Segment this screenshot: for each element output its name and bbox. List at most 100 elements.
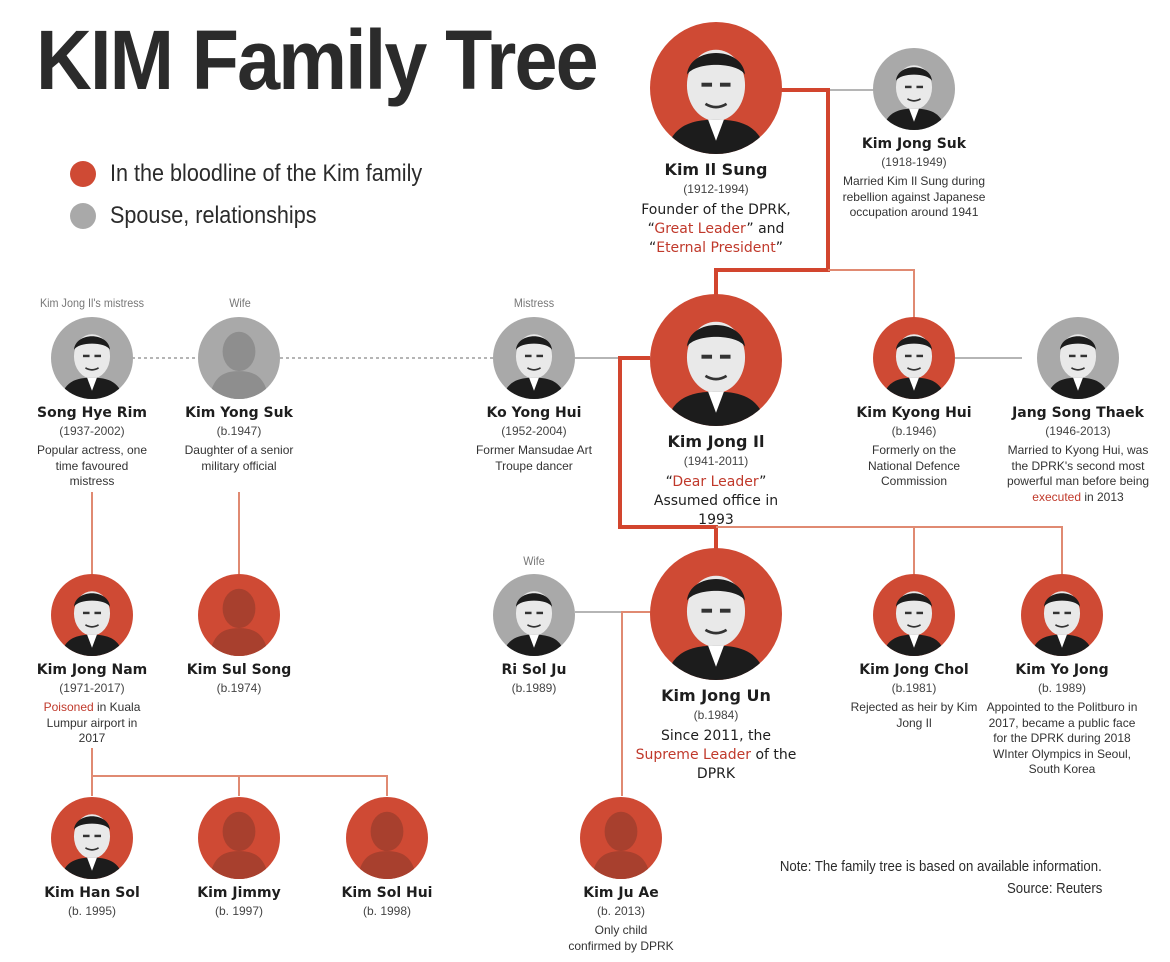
desc-text: in Kuala Lumpur airport in 2017 <box>46 700 141 746</box>
portrait-kim-kyong-hui <box>873 317 955 399</box>
legend-bloodline: In the bloodline of the Kim family <box>70 160 457 188</box>
name-kim-yong-suk: Kim Yong Suk <box>185 405 293 421</box>
name-kim-ju-ae: Kim Ju Ae <box>583 885 659 901</box>
portrait-kim-jong-il <box>650 294 782 426</box>
relation-label-wife-2: Wife <box>523 554 545 568</box>
name-kim-yo-jong: Kim Yo Jong <box>1015 662 1109 678</box>
years-kim-sol-hui: (b. 1998) <box>362 904 412 918</box>
years-kim-kyong-hui: (b.1946) <box>891 424 937 438</box>
desc-kim-jong-suk: Married Kim Il Sung during rebellion aga… <box>842 174 986 220</box>
person-ri-sol-ju: Ri Sol Ju (b.1989) <box>469 574 599 695</box>
desc-text: in 2013 <box>1081 489 1124 504</box>
name-kim-jong-un: Kim Jong Un <box>661 686 771 705</box>
name-kim-jong-chol: Kim Jong Chol <box>859 662 969 678</box>
desc-highlight: Poisoned <box>43 700 94 714</box>
desc-kim-ju-ae: Only child confirmed by DPRK <box>568 923 674 953</box>
desc-text: “ <box>665 474 673 490</box>
portrait-kim-ju-ae <box>580 797 662 879</box>
name-song-hye-rim: Song Hye Rim <box>37 405 147 421</box>
portrait-kim-jong-un <box>650 548 782 680</box>
desc-highlight: Supreme Leader <box>635 746 752 763</box>
desc-song-hye-rim: Popular actress, one time favoured mistr… <box>36 443 148 489</box>
desc-text: Since 2011, the <box>661 728 771 744</box>
portrait-kim-jong-nam <box>51 574 133 656</box>
legend-spouse-label: Spouse, relationships <box>110 202 317 229</box>
person-kim-sol-hui: Kim Sol Hui (b. 1998) <box>322 797 452 918</box>
person-kim-jong-suk: Kim Jong Suk (1918-1949) Married Kim Il … <box>834 48 994 221</box>
legend-spouse: Spouse, relationships <box>70 202 339 230</box>
years-kim-yong-suk: (b.1947) <box>216 424 262 438</box>
relation-label-wife: Wife <box>229 296 251 310</box>
desc-kim-jong-chol: Rejected as heir by Kim Jong Il <box>850 700 978 730</box>
portrait-ko-yong-hui <box>493 317 575 399</box>
years-ri-sol-ju: (b.1989) <box>511 681 557 695</box>
person-song-hye-rim: Song Hye Rim (1937-2002) Popular actress… <box>22 317 162 490</box>
name-jang-song-thaek: Jang Song Thaek <box>1012 405 1144 421</box>
years-kim-jong-nam: (1971-2017) <box>59 681 125 695</box>
portrait-kim-jong-suk <box>873 48 955 130</box>
desc-kim-yo-jong: Appointed to the Politburo in 2017, beca… <box>986 700 1138 777</box>
portrait-kim-jong-chol <box>873 574 955 656</box>
desc-kim-il-sung: Founder of the DPRK, “Great Leader” and … <box>626 201 806 258</box>
person-kim-jong-chol: Kim Jong Chol (b.1981) Rejected as heir … <box>849 574 979 731</box>
years-kim-sul-song: (b.1974) <box>216 681 262 695</box>
relation-label-mistress: Mistress <box>513 296 555 310</box>
person-kim-kyong-hui: Kim Kyong Hui (b.1946) Formerly on the N… <box>854 317 974 490</box>
person-ko-yong-hui: Ko Yong Hui (1952-2004) Former Mansudae … <box>469 317 599 474</box>
years-kim-jong-il: (1941-2011) <box>683 454 749 468</box>
years-kim-jong-chol: (b.1981) <box>891 681 937 695</box>
name-ko-yong-hui: Ko Yong Hui <box>486 405 582 421</box>
spouse-swatch <box>70 203 96 229</box>
desc-ko-yong-hui: Former Mansudae Art Troupe dancer <box>475 443 593 473</box>
portrait-ri-sol-ju <box>493 574 575 656</box>
years-kim-jimmy: (b. 1997) <box>214 904 264 918</box>
name-kim-jimmy: Kim Jimmy <box>197 885 281 901</box>
person-jang-song-thaek: Jang Song Thaek (1946-2013) Married to K… <box>998 317 1158 505</box>
portrait-kim-yo-jong <box>1021 574 1103 656</box>
desc-text: Founder of the DPRK, “ <box>641 202 791 237</box>
desc-highlight: Great Leader <box>654 220 747 237</box>
desc-highlight: executed <box>1032 489 1081 504</box>
person-kim-sul-song: Kim Sul Song (b.1974) <box>174 574 304 695</box>
portrait-song-hye-rim <box>51 317 133 399</box>
portrait-kim-sol-hui <box>346 797 428 879</box>
portrait-jang-song-thaek <box>1037 317 1119 399</box>
footnote: Note: The family tree is based on availa… <box>780 858 1102 875</box>
portrait-kim-yong-suk <box>198 317 280 399</box>
desc-highlight: Eternal President <box>656 239 776 256</box>
person-kim-jong-un: Kim Jong Un (b.1984) Since 2011, the Sup… <box>626 548 806 784</box>
relation-label-mistress-kji: Kim Jong Il's mistress <box>39 296 145 310</box>
name-kim-jong-il: Kim Jong Il <box>667 432 765 451</box>
years-kim-ju-ae: (b. 2013) <box>596 904 646 918</box>
years-ko-yong-hui: (1952-2004) <box>501 424 567 438</box>
person-kim-yong-suk: Kim Yong Suk (b.1947) Daughter of a seni… <box>174 317 304 474</box>
years-kim-jong-suk: (1918-1949) <box>881 155 947 169</box>
desc-text: ” Assumed office in 1993 <box>653 474 779 528</box>
years-kim-han-sol: (b. 1995) <box>67 904 117 918</box>
bloodline-swatch <box>70 161 96 187</box>
person-kim-jong-nam: Kim Jong Nam (1971-2017) Poisoned in Kua… <box>27 574 157 747</box>
desc-kim-jong-nam: Poisoned in Kuala Lumpur airport in 2017 <box>27 700 157 747</box>
source-credit: Source: Reuters <box>1006 880 1102 897</box>
name-kim-han-sol: Kim Han Sol <box>44 885 140 901</box>
person-kim-yo-jong: Kim Yo Jong (b. 1989) Appointed to the P… <box>985 574 1139 778</box>
legend-bloodline-label: In the bloodline of the Kim family <box>110 160 423 187</box>
person-kim-il-sung: Kim Il Sung (1912-1994) Founder of the D… <box>626 22 806 258</box>
years-kim-il-sung: (1912-1994) <box>683 182 749 196</box>
desc-text: of the DPRK <box>696 746 797 782</box>
desc-text: Married to Kyong Hui, was the DPRK's sec… <box>1006 443 1150 489</box>
person-kim-jimmy: Kim Jimmy (b. 1997) <box>174 797 304 918</box>
person-kim-han-sol: Kim Han Sol (b. 1995) <box>27 797 157 918</box>
desc-kim-kyong-hui: Formerly on the National Defence Commiss… <box>867 443 961 489</box>
name-kim-jong-suk: Kim Jong Suk <box>861 136 967 152</box>
desc-highlight: Dear Leader <box>672 474 760 490</box>
desc-kim-yong-suk: Daughter of a senior military official <box>184 443 294 473</box>
years-song-hye-rim: (1937-2002) <box>59 424 125 438</box>
years-kim-jong-un: (b.1984) <box>693 708 739 722</box>
desc-jang-song-thaek: Married to Kyong Hui, was the DPRK's sec… <box>998 443 1158 505</box>
years-kim-yo-jong: (b. 1989) <box>1037 681 1087 695</box>
name-ri-sol-ju: Ri Sol Ju <box>501 662 567 678</box>
name-kim-sol-hui: Kim Sol Hui <box>341 885 433 901</box>
name-kim-sul-song: Kim Sul Song <box>186 662 292 678</box>
